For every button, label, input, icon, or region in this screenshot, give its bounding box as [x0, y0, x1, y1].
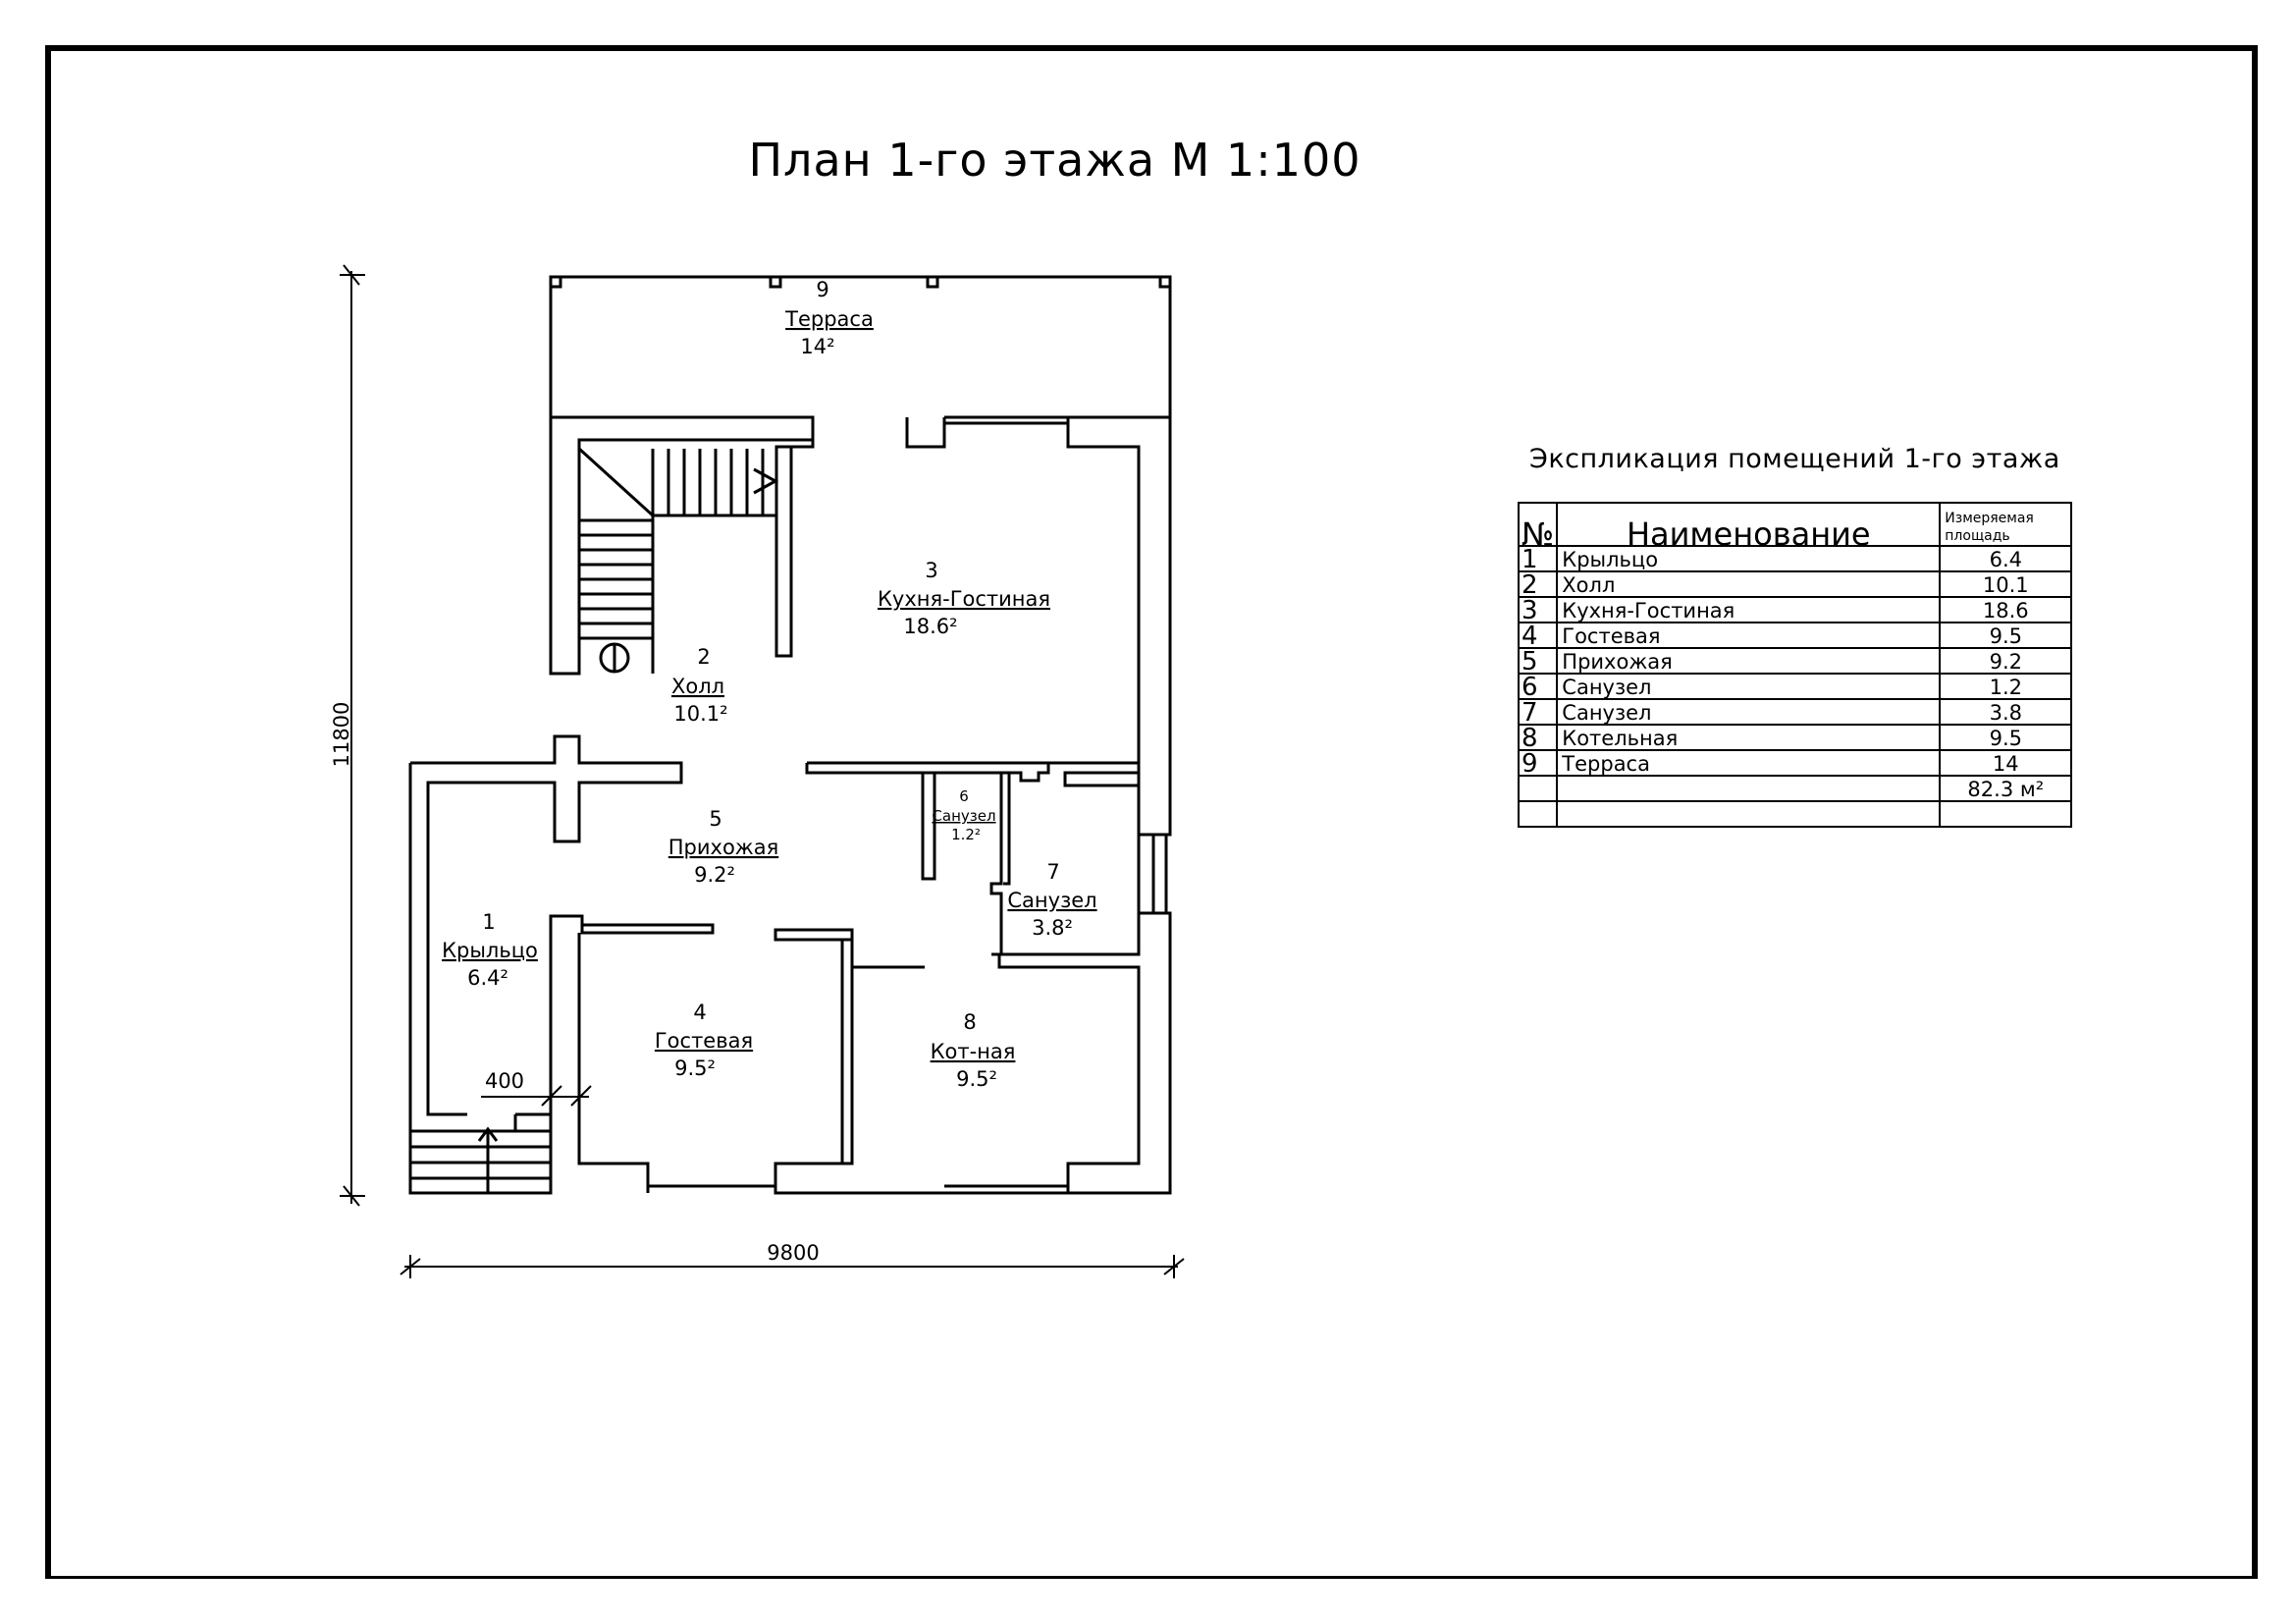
dimension-width: 9800	[767, 1241, 819, 1265]
terrace-outline	[549, 275, 1172, 417]
svg-text:9.5²: 9.5²	[956, 1067, 997, 1091]
svg-text:6: 6	[959, 787, 969, 805]
svg-text:6.4²: 6.4²	[467, 966, 508, 990]
room-label-6: 6 Санузел 1.2²	[932, 787, 995, 843]
svg-text:9: 9	[816, 278, 828, 301]
svg-text:Гостевая: Гостевая	[655, 1029, 753, 1053]
svg-text:9.2²: 9.2²	[694, 863, 735, 887]
table-row: 1 Крыльцо 6.4	[1517, 545, 2073, 572]
room-label-5: 5 Прихожая 9.2²	[668, 807, 778, 887]
table-row: 2 Холл 10.1	[1517, 570, 2073, 598]
svg-text:Терраса: Терраса	[784, 307, 874, 331]
svg-text:14²: 14²	[800, 335, 834, 358]
room-label-3: 3 Кухня-Гостиная 18.6²	[878, 559, 1050, 638]
dimension-steps: 400	[485, 1069, 524, 1093]
header-area: Измеряемая площадь	[1939, 502, 2073, 547]
table-header-row: № Наименование Измеряемая площадь	[1517, 502, 2073, 550]
svg-text:Прихожая: Прихожая	[668, 836, 778, 859]
explication-title: Экспликация помещений 1-го этажа	[1529, 444, 2060, 474]
svg-text:7: 7	[1046, 860, 1059, 884]
table-total-row: 82.3 м²	[1517, 775, 2073, 802]
svg-text:2: 2	[697, 645, 710, 669]
svg-text:9.5²: 9.5²	[674, 1056, 716, 1080]
table-row: 4 Гостевая 9.5	[1517, 622, 2073, 649]
room-label-1: 1 Крыльцо 6.4²	[442, 910, 538, 990]
svg-text:Кот-ная: Кот-ная	[931, 1040, 1016, 1063]
svg-text:Кухня-Гостиная: Кухня-Гостиная	[878, 587, 1050, 611]
table-row: 7 Санузел 3.8	[1517, 698, 2073, 726]
table-row: 9 Терраса 14	[1517, 749, 2073, 777]
porch-walls	[408, 734, 715, 1195]
svg-text:18.6²: 18.6²	[903, 615, 957, 638]
drawing-title: План 1-го этажа М 1:100	[748, 134, 1362, 187]
room-label-9: 9 Терраса 14²	[784, 278, 874, 358]
svg-text:3: 3	[925, 559, 937, 582]
total-area: 82.3 м²	[1939, 775, 2073, 802]
svg-text:Холл: Холл	[671, 675, 724, 698]
entrance-arrow	[477, 1126, 499, 1188]
svg-text:1: 1	[482, 910, 495, 934]
dimension-height: 11800	[330, 702, 353, 768]
svg-text:Санузел: Санузел	[1007, 889, 1096, 912]
room-label-2: 2 Холл 10.1²	[671, 645, 728, 726]
interior-walls	[577, 761, 1141, 1195]
header-name: Наименование	[1556, 502, 1942, 550]
drawing-frame	[45, 45, 2258, 1579]
room-label-7: 7 Санузел 3.8²	[1007, 860, 1096, 940]
exterior-walls	[549, 415, 1172, 1195]
staircase	[577, 447, 779, 674]
table-empty-row	[1517, 800, 2073, 828]
svg-text:1.2²: 1.2²	[951, 826, 981, 843]
svg-text:4: 4	[693, 1001, 706, 1024]
svg-text:Крыльцо: Крыльцо	[442, 939, 538, 962]
table-row: 3 Кухня-Гостиная 18.6	[1517, 596, 2073, 623]
table-row: 6 Санузел 1.2	[1517, 673, 2073, 700]
svg-text:10.1²: 10.1²	[673, 702, 727, 726]
header-num: №	[1517, 502, 1559, 550]
dimension-lines	[340, 264, 1185, 1278]
svg-text:5: 5	[709, 807, 721, 831]
table-row: 5 Прихожая 9.2	[1517, 647, 2073, 675]
svg-text:3.8²: 3.8²	[1032, 916, 1073, 940]
svg-text:Санузел: Санузел	[932, 807, 995, 825]
explication-table: № Наименование Измеряемая площадь 1 Крыл…	[1517, 502, 2073, 828]
room-label-8: 8 Кот-ная 9.5²	[931, 1010, 1016, 1091]
room-label-4: 4 Гостевая 9.5²	[655, 1001, 753, 1080]
table-row: 8 Котельная 9.5	[1517, 724, 2073, 751]
svg-text:8: 8	[963, 1010, 976, 1034]
